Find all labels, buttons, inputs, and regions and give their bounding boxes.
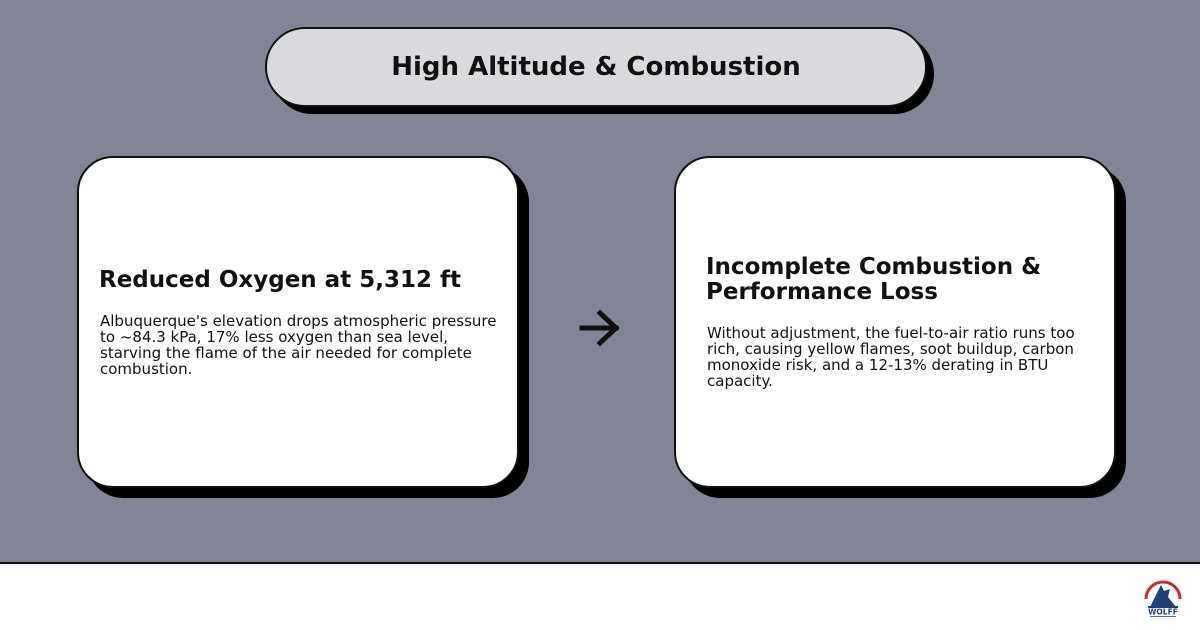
cause-card: Reduced Oxygen at 5,312 ft Albuquerque's… (77, 156, 519, 488)
diagram-area: High Altitude & Combustion Reduced Oxyge… (0, 0, 1200, 564)
cause-body: Albuquerque's elevation drops atmospheri… (100, 311, 497, 378)
effect-heading: Incomplete Combustion & Performance Loss (706, 254, 1042, 305)
logo-wordmark: WOLFF (1148, 608, 1178, 617)
right-arrow-icon (579, 309, 620, 347)
effect-body: Without adjustment, the fuel-to-air rati… (707, 324, 1075, 390)
title-pill: High Altitude & Combustion (265, 27, 927, 107)
effect-card: Incomplete Combustion & Performance Loss… (674, 156, 1116, 488)
wolf-logo-icon: WOLFF (1144, 580, 1182, 617)
slide-title: High Altitude & Combustion (391, 52, 801, 82)
cause-heading: Reduced Oxygen at 5,312 ft (99, 266, 461, 293)
